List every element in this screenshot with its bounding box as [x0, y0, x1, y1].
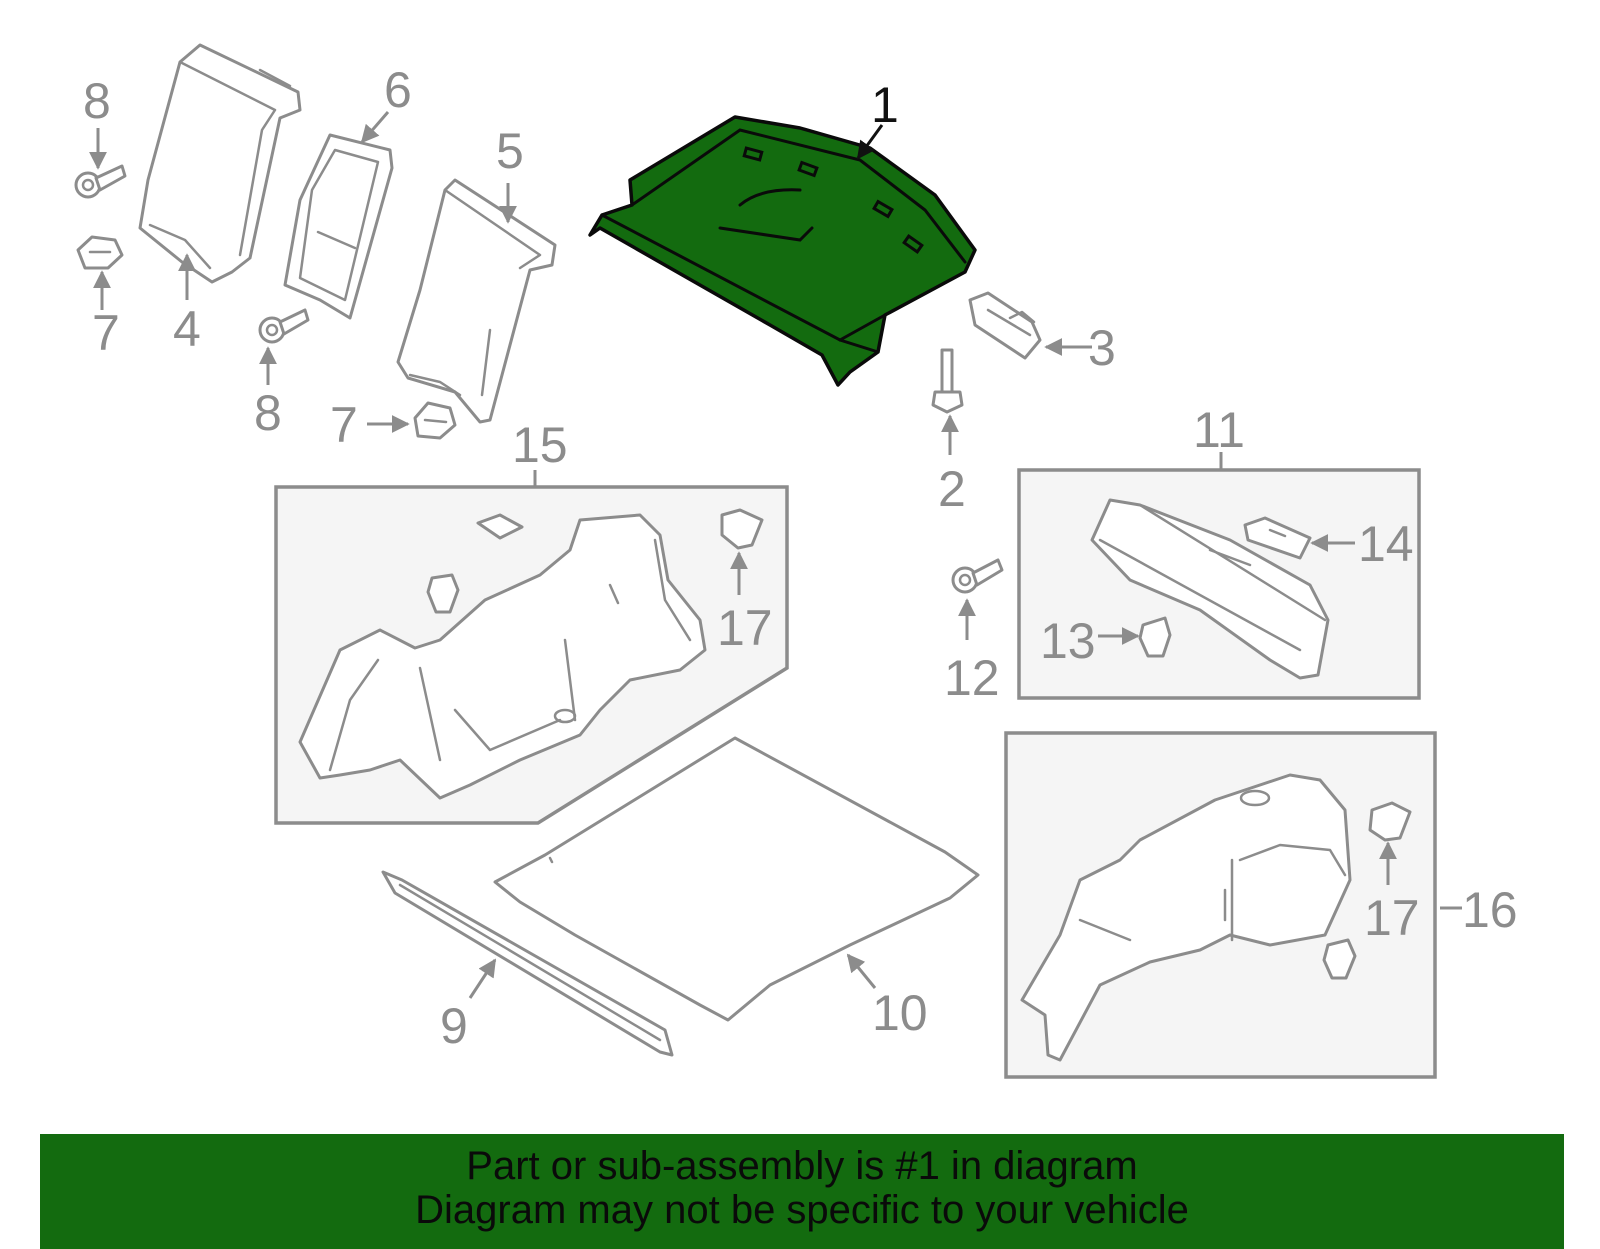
callout-4: 4: [173, 301, 201, 357]
callout-8-mid: 8: [254, 385, 282, 441]
callout-7-left: 7: [92, 305, 120, 361]
banner-line-1: Part or sub-assembly is #1 in diagram: [466, 1144, 1138, 1188]
trim-frame-6: [283, 133, 394, 320]
sill-plate-9: [381, 870, 674, 1057]
callout-3: 3: [1088, 320, 1116, 376]
callout-17-box15: 17: [717, 600, 773, 656]
callout-15: 15: [512, 417, 568, 473]
callout-8-top: 8: [83, 73, 111, 129]
callout-17-box16: 17: [1364, 890, 1420, 946]
box-15: [274, 485, 789, 825]
floor-mat-10: [493, 736, 980, 1022]
callout-11: 11: [1193, 402, 1245, 458]
leader-lines: [89, 111, 1462, 999]
bolt-8-mid: [258, 308, 310, 344]
callout-12: 12: [944, 650, 1000, 706]
bolt-8-top: [74, 164, 127, 199]
callout-2: 2: [938, 461, 966, 517]
callout-14: 14: [1358, 516, 1414, 572]
bracket-3: [968, 291, 1042, 360]
package-tray-1: [588, 115, 977, 387]
callout-labels: 1 2 3 4 5 6 7 7 8 8 9 10 11 12 13 14 15 …: [83, 62, 1518, 1054]
callout-9: 9: [440, 998, 468, 1054]
callout-7-mid: 7: [330, 397, 358, 453]
callout-5: 5: [496, 123, 524, 179]
callout-13: 13: [1040, 613, 1096, 669]
side-panel-5: [396, 178, 557, 424]
info-banner: Part or sub-assembly is #1 in diagram Di…: [40, 1134, 1564, 1249]
box-16: [1004, 731, 1437, 1079]
callout-16: 16: [1462, 882, 1518, 938]
callout-1: 1: [871, 77, 899, 133]
banner-line-2: Diagram may not be specific to your vehi…: [415, 1188, 1189, 1232]
trim-panel-4: [138, 43, 302, 284]
clip-7-left: [76, 235, 124, 270]
stud-2: [931, 348, 964, 414]
box-11: [951, 468, 1421, 700]
clip-7-mid: [413, 401, 457, 440]
callout-10: 10: [872, 985, 928, 1041]
callout-6: 6: [384, 62, 412, 118]
